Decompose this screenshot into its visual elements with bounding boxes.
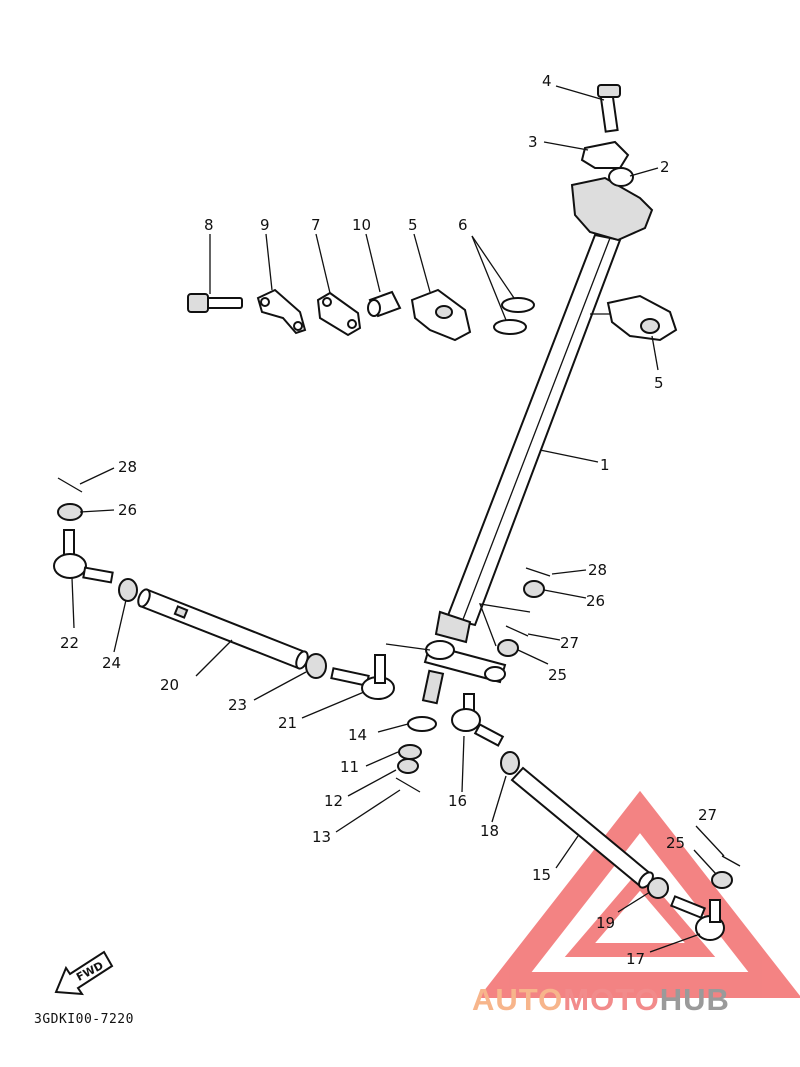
plate-7: [316, 291, 362, 337]
callout-20: 20: [160, 676, 179, 694]
callout-27b: 27: [698, 806, 717, 824]
callout-1: 1: [600, 456, 610, 474]
nut-18: [500, 751, 520, 775]
tie-rod-end-21: [330, 654, 395, 700]
callout-5a: 5: [408, 216, 418, 234]
nut-24: [118, 578, 138, 602]
callout-3: 3: [528, 133, 538, 151]
nut-11: [398, 744, 422, 760]
callout-12: 12: [324, 792, 343, 810]
leader-lines: [71, 85, 725, 953]
bolt-8: [187, 293, 243, 313]
watermark-logo: AUTOMOTOHUB: [472, 982, 730, 1018]
cotter-pin-27-lower: [721, 855, 741, 867]
callouts: 1 2 3 4 5 5 6 7 8 9 10 11 12 13 14 15 16…: [60, 72, 717, 968]
callout-22: 22: [60, 634, 79, 652]
callout-16: 16: [448, 792, 467, 810]
nut-23: [305, 653, 327, 679]
callout-19: 19: [596, 914, 615, 932]
cotter-pin-27-upper: [505, 625, 529, 637]
nut-12: [397, 758, 419, 774]
callout-26b: 26: [586, 592, 605, 610]
callout-9: 9: [260, 216, 270, 234]
cotter-pin-28-right: [525, 567, 551, 577]
nut-26-right: [523, 580, 545, 598]
callout-13: 13: [312, 828, 331, 846]
upper-holder: [570, 84, 654, 242]
watermark-part-auto: AUTO: [472, 982, 564, 1017]
tie-rod-end-17: [669, 895, 725, 941]
tie-rod-20: [137, 588, 309, 670]
callout-25a: 25: [548, 666, 567, 684]
washer-14: [407, 716, 437, 732]
callout-23: 23: [228, 696, 247, 714]
callout-17: 17: [626, 950, 645, 968]
holder-5: [410, 288, 472, 342]
callout-2: 2: [660, 158, 670, 176]
fwd-arrow-icon: FWD: [54, 950, 114, 996]
nut-25-lower: [711, 871, 733, 889]
callout-27a: 27: [560, 634, 579, 652]
callout-7: 7: [311, 216, 321, 234]
callout-15: 15: [532, 866, 551, 884]
holder-right: [606, 294, 678, 342]
callout-18: 18: [480, 822, 499, 840]
watermark-triangle: [478, 790, 800, 998]
callout-11: 11: [340, 758, 359, 776]
watermark-part-hub: HUB: [659, 982, 730, 1017]
collar-10: [367, 290, 402, 318]
callout-5b: 5: [654, 374, 664, 392]
callout-14: 14: [348, 726, 367, 744]
tie-rod-end-22: [53, 529, 114, 584]
callout-28a: 28: [118, 458, 137, 476]
tie-rod-end-16: [451, 693, 505, 747]
nut-25-upper: [497, 639, 519, 657]
nut-26-left: [57, 503, 83, 521]
callout-8: 8: [204, 216, 214, 234]
callout-26a: 26: [118, 501, 137, 519]
callout-28b: 28: [588, 561, 607, 579]
nut-19: [647, 877, 669, 899]
callout-4: 4: [542, 72, 552, 90]
cotter-pin-28-left: [57, 477, 83, 493]
plate-9: [256, 288, 307, 335]
steering-shaft: [421, 233, 622, 705]
callout-24: 24: [102, 654, 121, 672]
watermark-part-moto: MOTO: [563, 982, 660, 1017]
cotter-pin-13: [395, 777, 421, 793]
washers-6: [493, 297, 535, 335]
callout-6: 6: [458, 216, 468, 234]
diagram-code: 3GDKI00-7220: [34, 1012, 134, 1027]
callout-10: 10: [352, 216, 371, 234]
callout-21: 21: [278, 714, 297, 732]
tie-rod-15: [510, 766, 654, 889]
callout-25b: 25: [666, 834, 685, 852]
